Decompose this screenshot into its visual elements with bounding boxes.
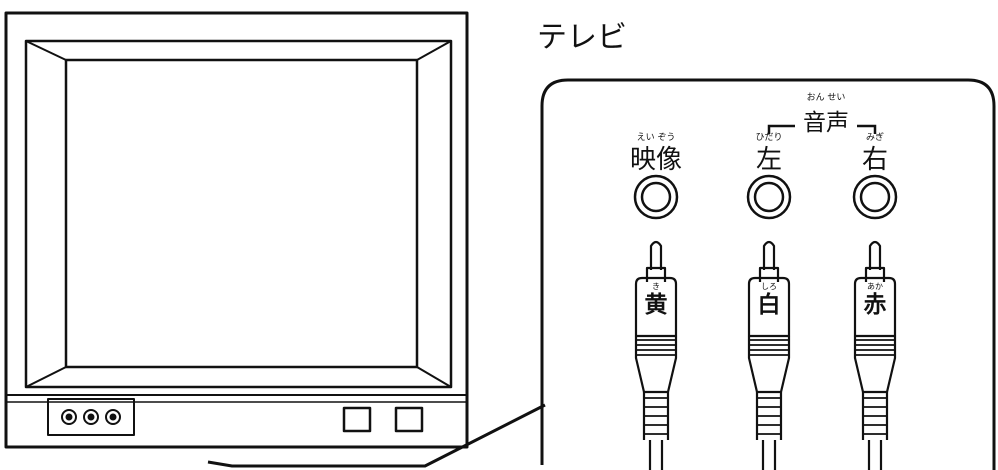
audio-group-label: 音声 xyxy=(803,110,849,136)
plug-left-label: 白 xyxy=(758,291,781,318)
plug-video-label: 黄 xyxy=(645,292,668,318)
audio-group-bracket xyxy=(767,124,877,134)
jack-right-label: 右 xyxy=(862,145,888,175)
plug-audio-right-body xyxy=(853,276,897,338)
plug-video-boot xyxy=(642,392,670,440)
audio-group-ruby: おん せい xyxy=(807,92,846,103)
plug-right-label: 赤 xyxy=(864,292,887,318)
jack-video-outer xyxy=(633,174,679,220)
jack-video-label: 映像 xyxy=(630,145,682,175)
television xyxy=(4,11,469,449)
plug-audio-left-cable xyxy=(761,440,777,470)
plug-video-cable xyxy=(648,440,664,470)
front-jacks xyxy=(61,409,121,425)
tv-bezel xyxy=(24,39,453,389)
jack-audio-right xyxy=(852,174,898,220)
jack-audio-left-inner xyxy=(753,181,785,213)
plug-audio-left-body xyxy=(747,276,791,338)
plug-video-taper xyxy=(634,336,678,394)
tv-button-2 xyxy=(394,406,424,433)
plug-audio-right-pin xyxy=(868,240,882,270)
callout-frame xyxy=(540,78,996,470)
plug-video-body xyxy=(634,276,678,338)
plug-video xyxy=(634,240,678,470)
plug-audio-right-cable xyxy=(867,440,883,470)
plug-left-ruby: しろ xyxy=(761,282,777,291)
jack-left-label: 左 xyxy=(756,145,782,175)
jack-video-inner xyxy=(640,181,672,213)
plug-audio-left-taper xyxy=(747,336,791,394)
front-jack-pin-2 xyxy=(87,413,95,421)
callout-pointer xyxy=(207,403,546,468)
plug-audio-right xyxy=(853,240,897,470)
plug-video-sleeve xyxy=(645,266,667,282)
plug-audio-right-taper xyxy=(853,336,897,394)
jack-audio-right-outer xyxy=(852,174,898,220)
jack-audio-right-inner xyxy=(859,181,891,213)
tv-cabinet xyxy=(4,11,469,449)
plug-right-ruby: あか xyxy=(867,282,883,291)
front-jack-1 xyxy=(61,409,77,425)
bezel-corner-tr xyxy=(416,40,452,61)
plug-audio-right-boot xyxy=(861,392,889,440)
bezel-corner-tl xyxy=(25,40,67,61)
jack-video xyxy=(633,174,679,220)
bezel-corner-bl xyxy=(25,366,67,388)
jack-audio-left xyxy=(746,174,792,220)
tv-button-1 xyxy=(342,406,372,433)
plug-audio-left-boot xyxy=(755,392,783,440)
jack-left-ruby: ひだり xyxy=(755,132,782,143)
jack-right-ruby: みぎ xyxy=(866,131,884,143)
callout xyxy=(207,78,996,470)
plug-audio-left-sleeve xyxy=(758,266,780,282)
plug-audio-left xyxy=(747,240,791,470)
front-jack-pin-3 xyxy=(109,413,117,421)
tv-screen xyxy=(64,58,419,369)
jack-video-ruby: えい ぞう xyxy=(637,132,676,143)
device-label: テレビ xyxy=(537,20,627,55)
front-jack-2 xyxy=(83,409,99,425)
plug-video-ruby: き xyxy=(652,282,660,291)
jack-audio-left-outer xyxy=(746,174,792,220)
front-jack-pin-1 xyxy=(65,413,73,421)
front-jack-panel xyxy=(47,398,135,436)
front-jack-3 xyxy=(105,409,121,425)
plug-audio-right-sleeve xyxy=(864,266,886,282)
plug-video-pin xyxy=(649,240,663,270)
bezel-corner-br xyxy=(416,366,452,388)
jack-row xyxy=(633,174,898,470)
plug-audio-left-pin xyxy=(762,240,776,270)
